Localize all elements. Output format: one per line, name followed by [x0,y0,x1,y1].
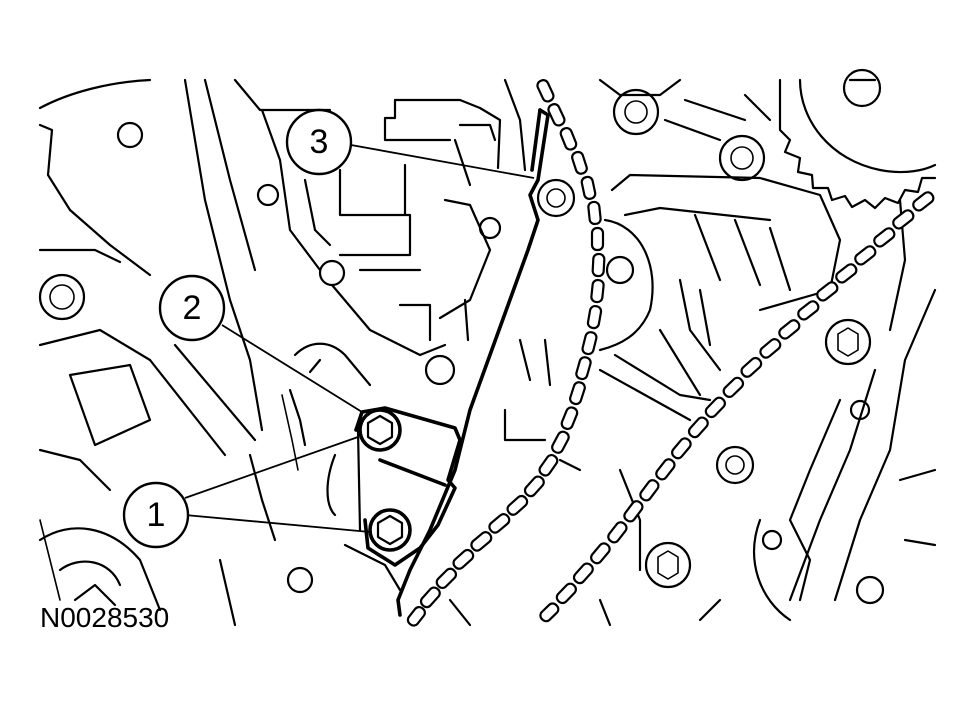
timing-chain [406,79,935,627]
engine-block-background [38,68,937,627]
leader-lines [184,144,535,533]
figure-id: N0028530 [40,602,169,633]
callout-2-circle [158,274,226,342]
chain-right-run [539,191,935,623]
callout-2: 2 [158,274,226,342]
chain-left-run [406,79,606,627]
leader-line-3 [350,144,535,179]
tensioner-bolt-lower [368,508,412,552]
callout-1: 1 [122,481,190,549]
callout-3: 3 [285,108,353,176]
leader-line-2 [221,324,363,413]
callout-2-label: 2 [183,289,202,327]
chain-guide [396,108,576,617]
callout-1-label: 1 [147,496,166,534]
leader-line-1b [184,514,371,533]
callout-3-label: 3 [310,123,329,161]
callout-3-circle [285,108,353,176]
tensioner-bolt-upper [358,408,402,452]
leader-line-1a [184,436,359,499]
callout-1-circle [122,481,190,549]
